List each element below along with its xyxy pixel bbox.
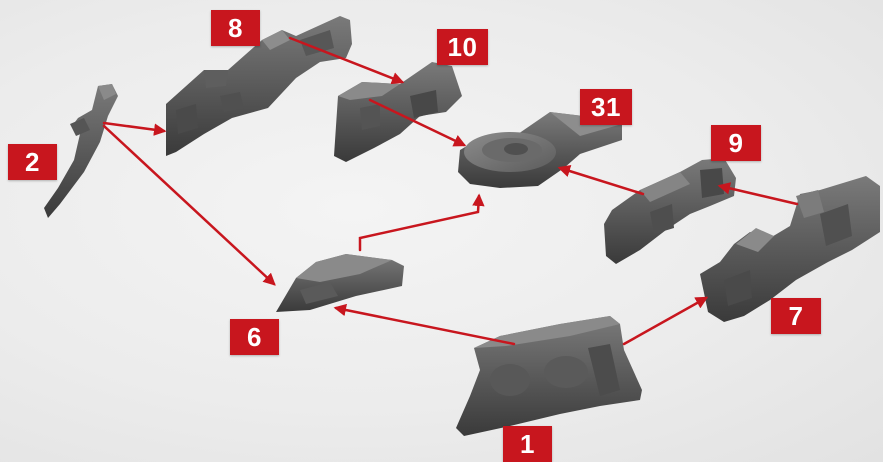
arrow-1-to-7 [624, 298, 706, 344]
arrow-2-to-6 [104, 126, 274, 284]
badge-2: 2 [8, 144, 57, 180]
arrow-9-to-31 [560, 168, 643, 194]
arrow-6-to-31 [360, 196, 479, 250]
badge-10: 10 [437, 29, 488, 65]
badge-9: 9 [711, 125, 761, 161]
badge-31: 31 [580, 89, 632, 125]
piece-9-model [604, 158, 736, 264]
piece-6-model [276, 254, 404, 312]
piece-1-model [456, 316, 642, 436]
arrow-2-to-8 [104, 123, 164, 131]
arrow-1-to-6 [336, 308, 514, 344]
badge-8: 8 [211, 10, 260, 46]
piece-10-model [334, 62, 462, 162]
badge-1: 1 [503, 426, 552, 462]
badge-6: 6 [230, 319, 279, 355]
badge-7: 7 [771, 298, 821, 334]
